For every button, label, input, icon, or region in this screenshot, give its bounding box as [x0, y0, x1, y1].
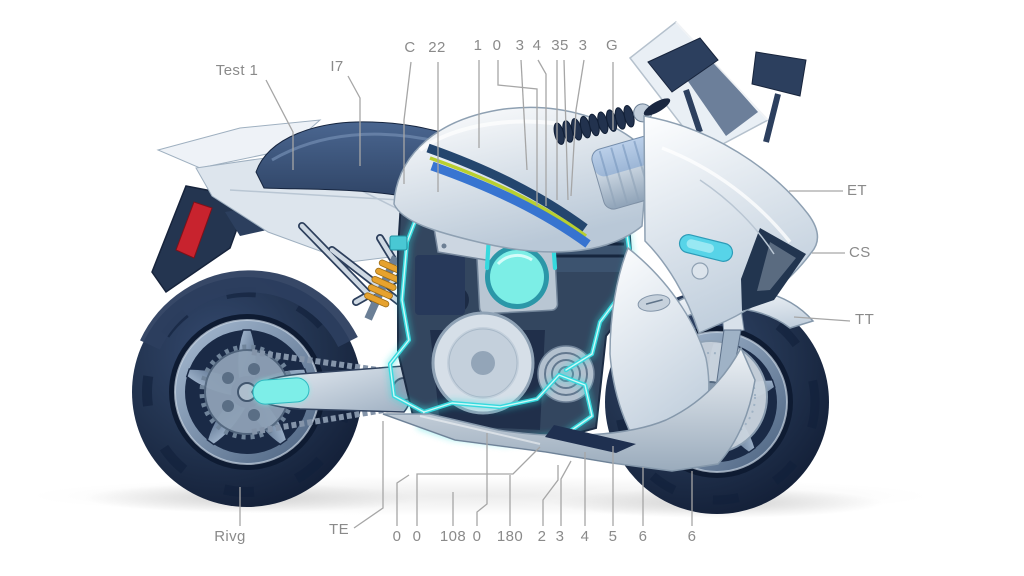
- callout-label-top-8: 4: [532, 37, 542, 54]
- mirror-right: [751, 51, 807, 143]
- round-emblem: [691, 262, 709, 280]
- callout-label-top-2: I7: [330, 58, 344, 75]
- leader-line: [793, 316, 851, 322]
- crankcase-cover: [431, 311, 535, 415]
- callout-label-right-3: TT: [855, 311, 875, 328]
- callout-label-top-3: C: [404, 39, 416, 56]
- callout-label-top-4: 22: [428, 39, 446, 56]
- mirror-left: [647, 37, 719, 133]
- leader-line: [476, 433, 488, 526]
- leader-line: [353, 421, 384, 529]
- leader-lines: [239, 59, 851, 529]
- callout-label-bottom-4: 0: [412, 528, 422, 545]
- leader-line: [265, 79, 294, 170]
- leader-line: [570, 59, 585, 197]
- callout-label-bottom-8: 2: [537, 528, 547, 545]
- callout-label-bottom-5: 108: [439, 528, 467, 545]
- callout-label-top-7: 3: [515, 37, 525, 54]
- callout-label-bottom-10: 4: [580, 528, 590, 545]
- callout-label-bottom-3: 0: [392, 528, 402, 545]
- leader-line: [403, 61, 412, 184]
- callout-label-bottom-7: 180: [496, 528, 524, 545]
- callout-label-top-1: Test 1: [215, 62, 259, 79]
- leader-line: [563, 59, 569, 201]
- fairing-nose: [643, 115, 819, 335]
- swingarm-cyan-highlight: [252, 377, 310, 405]
- leader-line: [396, 474, 410, 526]
- callout-label-bottom-12: 6: [638, 528, 648, 545]
- fairing-cyan-accent: [678, 234, 734, 262]
- callout-label-bottom-6: 0: [472, 528, 482, 545]
- brake-lever: [643, 98, 671, 116]
- rear-hugger: [140, 270, 358, 350]
- callout-label-top-9: 35: [551, 37, 569, 54]
- callout-label-right-2: CS: [849, 244, 871, 261]
- tank-stripes: [426, 143, 591, 248]
- callout-label-right-1: ET: [847, 182, 867, 199]
- callout-label-top-5: 1: [473, 37, 483, 54]
- leader-line: [537, 59, 547, 206]
- headlight-panel: [741, 228, 806, 311]
- callout-label-bottom-11: 5: [608, 528, 618, 545]
- fuel-tank: [393, 106, 649, 253]
- leader-line: [347, 75, 361, 166]
- badge-emblem: [637, 294, 671, 312]
- tail-light-red-lens: [175, 201, 213, 259]
- callout-label-top-10: 3: [578, 37, 588, 54]
- leader-line: [520, 59, 528, 171]
- callout-label-top-6: 0: [492, 37, 502, 54]
- cyan-clutch-window: [485, 245, 549, 309]
- callout-label-bottom-13: 6: [687, 528, 697, 545]
- callout-label-bottom-2: TE: [329, 521, 349, 538]
- leader-line: [560, 460, 572, 526]
- leader-line: [542, 465, 559, 526]
- callout-label-top-11: G: [605, 37, 619, 54]
- leader-line: [497, 60, 538, 206]
- callout-label-bottom-9: 3: [555, 528, 565, 545]
- leader-line: [416, 446, 541, 526]
- callout-label-bottom-1: Rivg: [214, 528, 246, 545]
